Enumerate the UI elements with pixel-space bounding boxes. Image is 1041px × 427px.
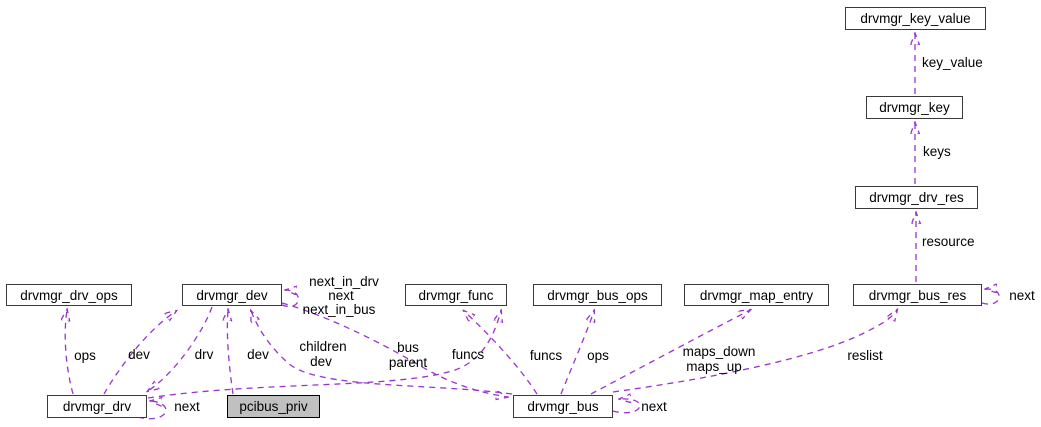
edge-label-bus-ops: ops [587, 348, 609, 363]
edge-bus-next-loop [613, 399, 641, 414]
edge-label-bus-maps-up: maps_up [686, 359, 742, 374]
edge-bus-reslist [612, 310, 897, 393]
edge-drv-next-loop [137, 401, 167, 420]
node-drvmgr-drv-res[interactable]: drvmgr_drv_res [855, 186, 978, 209]
edge-label-bus-children: children [299, 339, 346, 354]
edge-label-drv-ops: ops [74, 348, 96, 363]
edge-bus-ops [560, 311, 594, 395]
edge-drv-ops [65, 310, 73, 395]
edge-label-dev-next-in-drv: next_in_drv [309, 274, 379, 289]
edge-label-drv-funcs: funcs [452, 347, 485, 362]
node-drvmgr-drv-ops[interactable]: drvmgr_drv_ops [6, 284, 132, 306]
edge-label-busres-next: next [1009, 288, 1035, 303]
edge-label-keys: keys [923, 144, 951, 159]
node-drvmgr-bus[interactable]: drvmgr_bus [513, 395, 613, 418]
edge-bus-maps [590, 310, 750, 395]
edge-label-key-value: key_value [922, 55, 983, 70]
edge-label-dev-bus: bus [397, 340, 419, 355]
edge-label-dev-parent: parent [389, 355, 428, 370]
node-pcibus-priv: pcibus_priv [227, 395, 320, 418]
edge-label-bus-children-dev: dev [310, 354, 332, 369]
node-drvmgr-bus-res[interactable]: drvmgr_bus_res [853, 284, 982, 306]
node-drvmgr-dev[interactable]: drvmgr_dev [182, 284, 282, 306]
edge-label-bus-reslist: reslist [847, 348, 883, 363]
node-drvmgr-map-entry[interactable]: drvmgr_map_entry [684, 284, 829, 306]
edge-bus-children-dev [251, 311, 513, 395]
edge-drv-funcs [147, 311, 501, 399]
node-drvmgr-key[interactable]: drvmgr_key [866, 96, 963, 119]
node-drvmgr-key-value[interactable]: drvmgr_key_value [845, 7, 986, 30]
node-drvmgr-func[interactable]: drvmgr_func [405, 284, 507, 306]
edge-label-bus-maps-down: maps_down [683, 344, 756, 359]
edge-label-resource: resource [922, 234, 975, 249]
edge-label-dev-next: next [328, 288, 354, 303]
node-drvmgr-drv[interactable]: drvmgr_drv [47, 395, 147, 418]
edge-busres-next-loop [982, 289, 1000, 305]
edge-dev-self-loop [282, 290, 299, 308]
edge-label-drv-dev: dev [128, 347, 150, 362]
edge-label-bus-next: next [641, 399, 667, 414]
edge-label-pcibus-dev: dev [247, 347, 269, 362]
edge-label-dev-next-in-bus: next_in_bus [303, 302, 376, 317]
edge-dev-bus-parent [281, 302, 507, 397]
edge-label-bus-funcs: funcs [530, 348, 563, 363]
node-drvmgr-bus-ops[interactable]: drvmgr_bus_ops [533, 284, 662, 306]
edge-pcibus-dev [227, 310, 233, 395]
edge-label-dev-drv: drv [195, 347, 214, 362]
edge-drv-dev [103, 311, 176, 395]
edge-label-drv-next: next [174, 399, 200, 414]
